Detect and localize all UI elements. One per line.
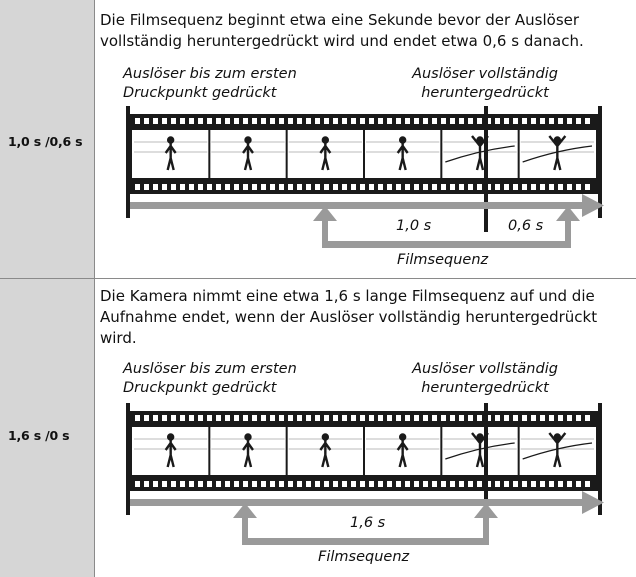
full-press-marker	[484, 106, 488, 232]
film-frames	[134, 130, 594, 178]
sequence-bracket	[233, 503, 498, 545]
row-label-cell: 1,0 s /0,6 s	[0, 0, 94, 278]
film-end-marker	[598, 106, 602, 218]
film-start-marker	[126, 106, 130, 218]
row-label: 1,6 s /0 s	[8, 428, 70, 443]
sequence-bracket	[313, 206, 580, 248]
before-duration-label: 1,6 s	[350, 515, 386, 531]
row-description: Die Kamera nimmt eine etwa 1,6 s lange F…	[100, 287, 598, 347]
full-press-marker	[484, 403, 488, 529]
row-divider	[0, 278, 636, 279]
row-label-cell: 1,6 s /0 s	[0, 279, 94, 577]
runner-figure	[445, 135, 515, 171]
film-perforations	[135, 118, 590, 190]
runner-figure	[396, 136, 409, 171]
after-duration-label: 0,6 s	[508, 218, 544, 234]
before-duration-label: 1,0 s	[396, 218, 432, 234]
timeline-diagram: 1,0 s 0,6 s	[126, 106, 604, 248]
film-start-marker	[126, 403, 130, 515]
runner-figure	[242, 136, 254, 171]
sequence-label: Filmsequenz	[318, 549, 410, 565]
column-divider	[94, 0, 95, 577]
runner-figure	[522, 432, 593, 468]
filmstrip	[130, 411, 598, 491]
row-label: 1,0 s /0,6 s	[8, 134, 83, 149]
runner-figure	[396, 433, 409, 468]
sequence-label: Filmsequenz	[397, 252, 489, 268]
film-perforations	[135, 415, 590, 487]
runner-figure	[164, 136, 177, 171]
runner-figure	[319, 433, 332, 468]
timeline-arrow	[130, 194, 604, 217]
runner-figure	[242, 433, 254, 468]
runner-figure	[319, 136, 332, 171]
film-frames	[134, 427, 594, 475]
filmstrip	[130, 114, 598, 194]
runner-figure	[164, 433, 177, 468]
row-description: Die Filmsequenz beginnt etwa eine Sekund…	[100, 11, 584, 50]
film-end-marker	[598, 403, 602, 515]
timeline-arrow	[130, 491, 604, 514]
runner-figure	[522, 135, 593, 171]
runner-figure	[445, 432, 515, 468]
timeline-diagram: 1,6 s	[126, 403, 604, 545]
